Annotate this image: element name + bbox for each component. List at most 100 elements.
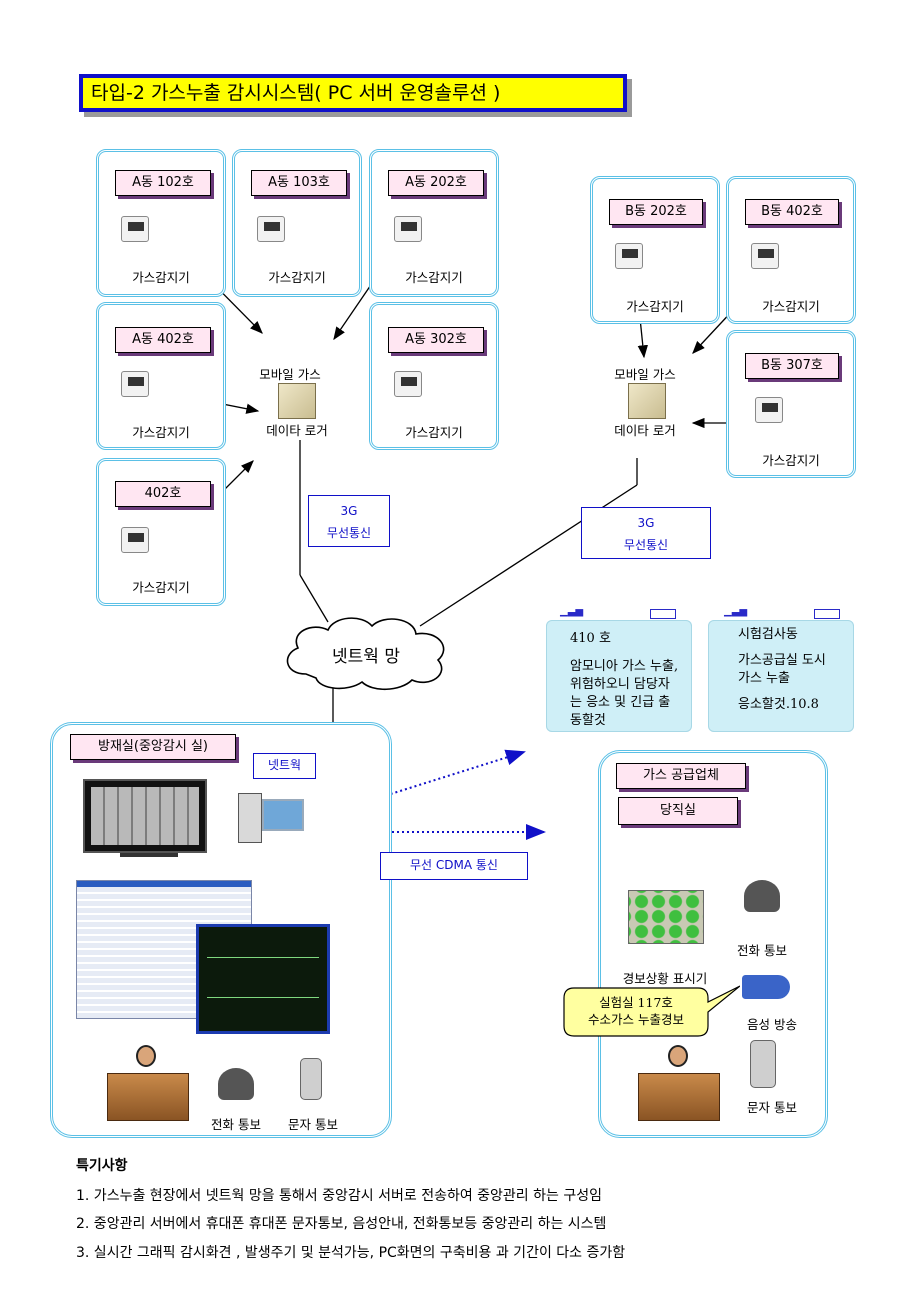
- gas-detector-icon: [394, 371, 422, 397]
- unit-a402: A동 402호 가스감지기: [96, 302, 226, 450]
- bubble-text: 실험실 117호 수소가스 누출경보: [564, 994, 708, 1028]
- graph-screen: [196, 924, 330, 1034]
- unit-label: A동 202호: [388, 170, 484, 196]
- note-item-1: 1. 가스누출 현장에서 넷트웍 망을 통해서 중앙감시 서버로 전송하여 중앙…: [76, 1188, 602, 1204]
- operator-icon: [136, 1045, 156, 1067]
- graph-trace-2: [207, 997, 319, 998]
- supplier-phone-caption: 전화 통보: [737, 943, 787, 958]
- operator-icon: [668, 1045, 688, 1067]
- supplier-label: 가스 공급업체: [616, 763, 746, 789]
- unit-caption: 가스감지기: [132, 425, 190, 440]
- unit-label: B동 402호: [745, 199, 839, 225]
- note-item-3: 3. 실시간 그래픽 감시화견 , 발생주기 및 분석가능, PC화면의 구축비…: [76, 1245, 626, 1261]
- title-text: 타입-2 가스누출 감시시스템( PC 서버 운영솔루션 ): [91, 82, 501, 104]
- gas-detector-icon: [615, 243, 643, 269]
- alarm-display-caption: 경보상황 표시기: [622, 971, 708, 986]
- unit-label: A동 302호: [388, 327, 484, 353]
- gas-detector-icon: [121, 527, 149, 553]
- pc-monitor: [262, 799, 304, 831]
- phone-screen-1: ▁▃▅ 410 호 암모니아 가스 누출, 위험하오니 담당자 는 응소 및 긴…: [546, 596, 692, 734]
- unit-label: B동 307호: [745, 353, 839, 379]
- gas-detector-icon: [121, 371, 149, 397]
- alarm-display-icon: [628, 890, 704, 944]
- monitor-screen: [91, 787, 199, 845]
- logger-left-top-label: 모바일 가스: [259, 367, 321, 382]
- gas-detector-icon: [755, 397, 783, 423]
- message-line: 는 응소 및 긴급 출: [570, 695, 671, 710]
- page-title: 타입-2 가스누출 감시시스템( PC 서버 운영솔루션 ): [79, 74, 627, 112]
- mobile-phone-icon: [750, 1040, 776, 1088]
- bubble-line: 실험실 117호: [599, 995, 673, 1010]
- unit-label: A동 102호: [115, 170, 211, 196]
- software-titlebar: [77, 881, 251, 887]
- message-line: 시험검사동: [738, 627, 798, 642]
- network-cloud-icon: [286, 617, 445, 691]
- message-line: 410 호: [570, 631, 611, 646]
- message-line: 응소할것.10.8: [738, 697, 819, 712]
- data-logger-icon: [278, 383, 316, 419]
- unit-b202: B동 202호 가스감지기: [590, 176, 720, 324]
- unit-caption: 가스감지기: [762, 299, 820, 314]
- graph-trace-1: [207, 957, 319, 958]
- unit-402: 402호 가스감지기: [96, 458, 226, 606]
- unit-label: 402호: [115, 481, 211, 507]
- phone-message-2: 시험검사동 가스공급실 도시 가스 누출 응소할것.10.8: [708, 620, 854, 732]
- control-room-label: 방재실(중앙감시 실): [70, 734, 236, 760]
- comm-3g-left-line1: 3G: [340, 504, 358, 518]
- message-line: 위험하오니 담당자: [570, 677, 670, 692]
- gas-detector-icon: [394, 216, 422, 242]
- signal-icon: ▁▃▅: [724, 606, 748, 617]
- message-line: 가스 누출: [738, 671, 790, 686]
- message-line: 암모니아 가스 누출,: [570, 659, 679, 674]
- network-box-label: 넷트웍: [253, 753, 316, 779]
- logger-right-bottom-label: 데이타 로거: [614, 423, 676, 438]
- pc-tower: [238, 793, 262, 843]
- unit-a302: A동 302호 가스감지기: [369, 302, 499, 450]
- operator-desk-icon: [638, 1073, 720, 1121]
- gas-detector-icon: [257, 216, 285, 242]
- speech-bubble: [563, 985, 740, 1037]
- notes-heading: 특기사항: [76, 1158, 128, 1174]
- supplier-sms-caption: 문자 통보: [747, 1100, 797, 1115]
- logger-left-bottom-label: 데이타 로거: [266, 423, 328, 438]
- arrow-b202-logger: [637, 317, 648, 359]
- note-item-2: 2. 중앙관리 서버에서 휴대폰 휴대폰 문자통보, 음성안내, 전화통보등 중…: [76, 1216, 607, 1232]
- unit-caption: 가스감지기: [268, 270, 326, 285]
- unit-label: B동 202호: [609, 199, 703, 225]
- monitor-stand: [120, 853, 178, 857]
- duty-room-label: 당직실: [618, 797, 738, 825]
- signal-icon: ▁▃▅: [560, 606, 584, 617]
- unit-label: A동 402호: [115, 327, 211, 353]
- unit-b402: B동 402호 가스감지기: [726, 176, 856, 324]
- logger-right-top-label: 모바일 가스: [614, 367, 676, 382]
- megaphone-icon: [742, 975, 790, 999]
- comm-3g-left-line2: 무선통신: [326, 526, 372, 540]
- message-line: 가스공급실 도시: [738, 653, 826, 668]
- phone-screen-2: ▁▃▅ 시험검사동 가스공급실 도시 가스 누출 응소할것.10.8: [708, 596, 854, 734]
- operator-desk-icon: [107, 1073, 189, 1121]
- cdma-arrow-phones: [361, 749, 526, 804]
- unit-caption: 가스감지기: [405, 270, 463, 285]
- telephone-icon: [218, 1068, 254, 1100]
- comm-3g-right-line1: 3G: [637, 516, 655, 530]
- comm-3g-right: 3G 무선통신: [581, 507, 711, 559]
- unit-caption: 가스감지기: [762, 453, 820, 468]
- unit-b307: B동 307호 가스감지기: [726, 330, 856, 478]
- gas-detector-icon: [751, 243, 779, 269]
- monitor-icon: [83, 779, 207, 853]
- unit-caption: 가스감지기: [626, 299, 684, 314]
- line-3g-left-cloud: [299, 574, 329, 623]
- unit-caption: 가스감지기: [405, 425, 463, 440]
- message-line: 동할것: [570, 713, 606, 728]
- data-logger-icon: [628, 383, 666, 419]
- mobile-phone-icon: [300, 1058, 322, 1100]
- bubble-line: 수소가스 누출경보: [588, 1012, 684, 1027]
- unit-caption: 가스감지기: [132, 270, 190, 285]
- telephone-icon: [744, 880, 780, 912]
- unit-caption: 가스감지기: [132, 580, 190, 595]
- battery-icon: [814, 609, 840, 619]
- network-label: 넷트웍 망: [332, 647, 400, 667]
- pc-icon: [238, 793, 306, 845]
- gas-detector-icon: [121, 216, 149, 242]
- unit-a202: A동 202호 가스감지기: [369, 149, 499, 297]
